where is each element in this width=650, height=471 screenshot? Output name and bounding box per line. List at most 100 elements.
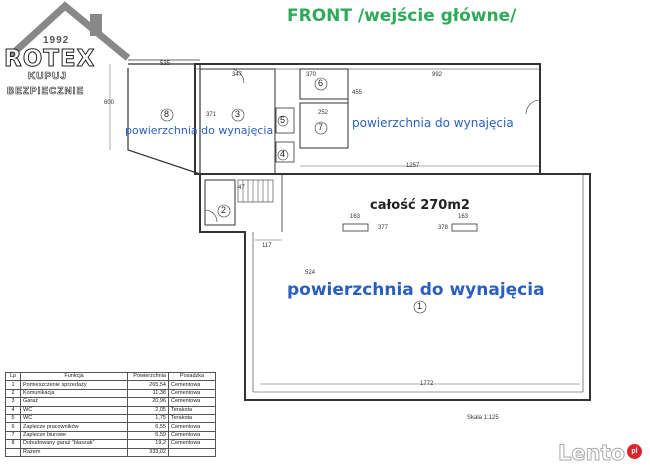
table-cell: Zaplecze pracowników bbox=[20, 422, 128, 432]
dimension: 47 bbox=[238, 185, 245, 191]
room-number-8: 8 bbox=[164, 109, 170, 119]
table-cell: Pomieszczenie sprzedaży bbox=[20, 380, 128, 390]
dimension: 252 bbox=[318, 110, 329, 116]
table-cell: 4 bbox=[5, 405, 21, 415]
table-cell: 3 bbox=[5, 397, 21, 407]
wall-lower-block bbox=[199, 173, 591, 401]
table-cell: 6,55 bbox=[127, 422, 169, 432]
column-header: Funkcja bbox=[20, 371, 128, 382]
dimension: 163 bbox=[458, 214, 469, 220]
table-cell: WC bbox=[20, 405, 128, 415]
table-cell: Dobudowany garaż "blaszak" bbox=[20, 439, 128, 449]
rent-area-label-main: powierzchnia do wynajęcia bbox=[287, 280, 545, 300]
stair-steps bbox=[242, 180, 269, 202]
dimension: 378 bbox=[438, 225, 449, 231]
column-header: Posadzka bbox=[168, 371, 216, 382]
pillar-left bbox=[342, 223, 369, 232]
table-row: 8 Dobudowany garaż "blaszak" 19,2 Cement… bbox=[5, 439, 216, 449]
table-row: 4 WC 2,05 Terakota bbox=[5, 405, 216, 415]
table-cell bbox=[5, 447, 21, 457]
table-cell: Razem bbox=[20, 447, 128, 457]
logo-year: 1992 bbox=[43, 35, 70, 46]
table-row: 5 WC 1,75 Terakota bbox=[5, 413, 216, 424]
rent-area-label-room8: powierzchnia do wynajęcia bbox=[125, 124, 274, 137]
dimension: 377 bbox=[378, 225, 389, 231]
table-row: 1 Pomieszczenie sprzedaży 265,54 Cemento… bbox=[5, 380, 216, 390]
table-cell: WC bbox=[20, 413, 128, 424]
table-cell: 2,05 bbox=[127, 405, 169, 415]
dimension: 347 bbox=[232, 72, 243, 78]
table-row: 6 Zaplecze pracowników 6,55 Cementowa bbox=[5, 422, 216, 432]
table-cell: Komunikacja bbox=[20, 388, 128, 399]
dimension: 1257 bbox=[406, 163, 420, 169]
dimension-lines bbox=[109, 63, 580, 385]
table-cell: Terakota bbox=[168, 413, 216, 424]
watermark-text: Lento bbox=[557, 441, 626, 466]
lento-watermark: Lento pl bbox=[557, 438, 650, 471]
room-number-2: 2 bbox=[221, 205, 227, 215]
stairs bbox=[237, 179, 274, 203]
wall-room3 bbox=[199, 68, 276, 175]
pillar-right bbox=[451, 223, 478, 232]
table-cell: Cementowa bbox=[168, 380, 216, 390]
column-header: Lp bbox=[5, 371, 21, 382]
logo-slogan-1: KUPUJ bbox=[28, 71, 67, 83]
dimension: 600 bbox=[104, 100, 115, 106]
wall-room4 bbox=[275, 141, 295, 163]
table-cell: 1,75 bbox=[127, 413, 169, 424]
wall-room2 bbox=[204, 179, 236, 226]
dimension: 371 bbox=[206, 112, 217, 118]
table-cell: Terakota bbox=[168, 405, 216, 415]
table-cell: Zaplecze biurowe bbox=[20, 430, 128, 441]
dimension: 992 bbox=[432, 72, 443, 78]
table-cell: 19,2 bbox=[127, 439, 169, 449]
room-legend-table: Lp Funkcja Powierzchnia Posadzka 1 Pomie… bbox=[5, 371, 216, 457]
table-cell: 1 bbox=[5, 380, 21, 390]
table-cell: Cementowa bbox=[168, 397, 216, 407]
table-cell: Cementowa bbox=[168, 439, 216, 449]
total-area-label: całość 270m2 bbox=[370, 198, 470, 213]
table-cell: 5 bbox=[5, 413, 21, 424]
rent-area-label-room7: powierzchnia do wynajęcia bbox=[352, 116, 514, 130]
table-cell: 2 bbox=[5, 388, 21, 399]
table-cell: 8 bbox=[5, 439, 21, 449]
dimension: 1772 bbox=[420, 381, 434, 387]
table-cell: Garaż bbox=[20, 397, 128, 407]
watermark-badge: pl bbox=[627, 444, 642, 459]
room-number-6: 6 bbox=[318, 78, 324, 88]
table-cell: 20,96 bbox=[127, 397, 169, 407]
table-row: 2 Komunikacja 11,38 Cementowa bbox=[5, 388, 216, 399]
table-cell: 7 bbox=[5, 430, 21, 441]
room-number-1: 1 bbox=[417, 301, 423, 311]
room-number-3: 3 bbox=[235, 109, 241, 119]
table-total-row: Razem 333,02 bbox=[5, 447, 216, 457]
wall-room6 bbox=[299, 68, 349, 100]
door-main bbox=[525, 99, 541, 115]
table-cell: Cementowa bbox=[168, 430, 216, 441]
table-cell: Cementowa bbox=[168, 422, 216, 432]
table-cell: 5,59 bbox=[127, 430, 169, 441]
wall-room5 bbox=[275, 107, 295, 134]
front-entrance-label: FRONT /wejście główne/ bbox=[287, 6, 517, 26]
door-room2 bbox=[204, 209, 218, 223]
wall-upper-block bbox=[194, 63, 541, 175]
room-number-7: 7 bbox=[318, 122, 324, 132]
logo-slogan-2: BEZPIECZNIE bbox=[7, 86, 85, 98]
dimension: 455 bbox=[352, 90, 363, 96]
dimension: 370 bbox=[306, 72, 317, 78]
table-cell: Cementowa bbox=[168, 388, 216, 399]
room-number-5: 5 bbox=[280, 115, 286, 125]
dimension: 117 bbox=[262, 243, 272, 249]
scale-label: Skala 1:125 bbox=[467, 415, 499, 421]
table-row: 3 Garaż 20,96 Cementowa bbox=[5, 397, 216, 407]
table-cell: 265,54 bbox=[127, 380, 169, 390]
dimension: 163 bbox=[350, 214, 361, 220]
dimension: 535 bbox=[160, 61, 171, 67]
table-header-row: Lp Funkcja Powierzchnia Posadzka bbox=[5, 371, 216, 382]
table-cell: 333,02 bbox=[127, 447, 169, 457]
table-row: 7 Zaplecze biurowe 5,59 Cementowa bbox=[5, 430, 216, 441]
table-cell: 6 bbox=[5, 422, 21, 432]
door-room3 bbox=[229, 68, 245, 84]
table-cell: 11,38 bbox=[127, 388, 169, 399]
